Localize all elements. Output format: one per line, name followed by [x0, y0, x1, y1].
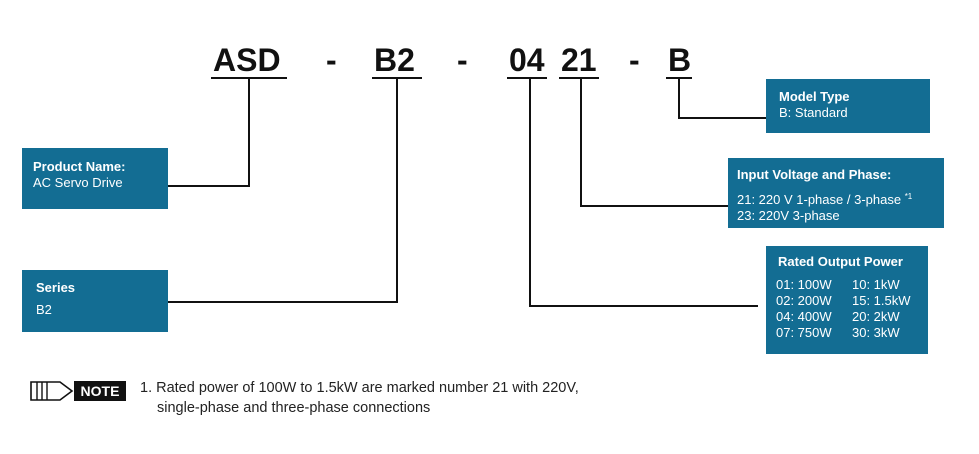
input-voltage-box: Input Voltage and Phase: 21: 220 V 1-pha…: [728, 158, 944, 228]
model-type-box: Model Type B: Standard: [766, 79, 930, 133]
connector-series: [168, 78, 398, 303]
note-label: NOTE: [80, 383, 120, 399]
note-arrow-icon: [30, 381, 126, 401]
note-badge: NOTE: [30, 379, 130, 408]
product-name-title: Product Name:: [33, 159, 126, 174]
note-line-2: single-phase and three-phase connections: [157, 400, 431, 416]
code-separator-2: -: [457, 42, 468, 78]
power-code: 02: 200W: [776, 293, 832, 308]
code-separator-3: -: [629, 42, 640, 78]
rated-output-power-table: 01: 100W 10: 1kW 02: 200W 15: 1.5kW 04: …: [776, 277, 918, 341]
note-text: 1. Rated power of 100W to 1.5kW are mark…: [140, 378, 579, 418]
code-separator-1: -: [326, 42, 337, 78]
code-part-04: 04: [509, 42, 545, 78]
product-name-box: Product Name: AC Servo Drive: [22, 148, 168, 209]
connector-product-name: [168, 78, 250, 187]
input-voltage-title: Input Voltage and Phase:: [737, 167, 892, 182]
model-type-title: Model Type: [779, 89, 850, 104]
series-title: Series: [36, 280, 76, 295]
rated-output-power-box: Rated Output Power 01: 100W 10: 1kW 02: …: [766, 246, 928, 354]
product-name-value: AC Servo Drive: [33, 175, 123, 190]
underline-b: [666, 77, 692, 79]
underline-04: [507, 77, 547, 79]
note-line-1: 1. Rated power of 100W to 1.5kW are mark…: [140, 380, 579, 396]
series-box: Series B2: [22, 270, 168, 332]
power-code: 30: 3kW: [852, 325, 900, 340]
input-voltage-line-1: 21: 220 V 1-phase / 3-phase *1: [737, 192, 913, 207]
model-type-value: B: Standard: [779, 105, 848, 120]
code-part-21: 21: [561, 42, 597, 78]
underline-asd: [211, 77, 287, 79]
series-value: B2: [36, 302, 52, 317]
rated-output-power-title: Rated Output Power: [778, 254, 903, 269]
connector-input-voltage: [580, 78, 728, 207]
code-part-b: B: [668, 42, 692, 78]
code-part-asd: ASD: [213, 42, 281, 78]
code-part-b2: B2: [374, 42, 415, 78]
power-code: 07: 750W: [776, 325, 832, 340]
power-code: 01: 100W: [776, 277, 832, 292]
footnote-marker: *1: [904, 192, 913, 201]
power-code: 04: 400W: [776, 309, 832, 324]
power-code: 20: 2kW: [852, 309, 900, 324]
connector-rated-power: [529, 78, 758, 307]
underline-21: [559, 77, 599, 79]
underline-b2: [372, 77, 422, 79]
power-code: 10: 1kW: [852, 277, 900, 292]
input-voltage-line-2: 23: 220V 3-phase: [737, 208, 840, 223]
power-code: 15: 1.5kW: [852, 293, 911, 308]
connector-model-type: [678, 78, 766, 119]
